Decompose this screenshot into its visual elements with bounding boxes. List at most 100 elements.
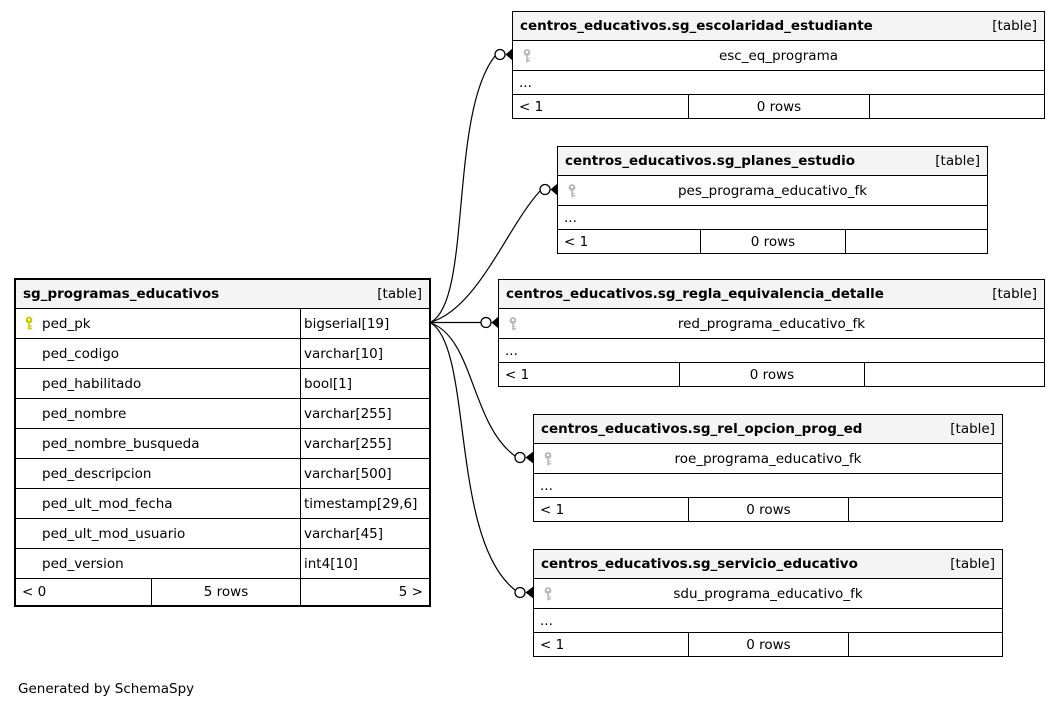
column-type: varchar[45]	[300, 519, 429, 548]
table-header[interactable]: centros_educativos.sg_planes_estudio [ta…	[558, 147, 987, 176]
column-type: int4[10]	[300, 549, 429, 578]
footer-left-count: < 1	[564, 233, 589, 250]
table-sg_programas_educativos[interactable]: sg_programas_educativos [table] ped_pk b…	[14, 278, 431, 607]
key-slot	[16, 309, 42, 338]
key-slot	[541, 451, 555, 466]
edge-to-sg_escolaridad_estudiante	[430, 55, 496, 323]
fk-column-row[interactable]: roe_programa_educativo_fk	[534, 444, 1002, 474]
table-footer: < 1 0 rows	[534, 498, 1002, 521]
column-type: varchar[10]	[300, 339, 429, 368]
key-slot	[16, 489, 42, 518]
table-sg_escolaridad_estudiante[interactable]: centros_educativos.sg_escolaridad_estudi…	[512, 11, 1045, 119]
table-type-badge: [table]	[377, 286, 422, 302]
footer-row-count: 0 rows	[678, 363, 864, 386]
column-name: ped_ult_mod_usuario	[42, 525, 186, 542]
table-title: centros_educativos.sg_regla_equivalencia…	[506, 286, 884, 302]
table-footer: < 1 0 rows	[558, 230, 987, 253]
footer-left-count: < 1	[540, 636, 565, 653]
column-ped_pk[interactable]: ped_pk bigserial[19]	[16, 309, 429, 339]
table-header[interactable]: centros_educativos.sg_rel_opcion_prog_ed…	[534, 415, 1002, 444]
footer-row-count: 0 rows	[688, 498, 847, 521]
footer-right-count: 5 >	[300, 579, 429, 605]
table-sg_rel_opcion_prog_ed[interactable]: centros_educativos.sg_rel_opcion_prog_ed…	[533, 414, 1003, 522]
table-header[interactable]: centros_educativos.sg_regla_equivalencia…	[499, 280, 1044, 309]
column-name: ped_ult_mod_fecha	[42, 495, 173, 512]
column-type: bigserial[19]	[300, 309, 429, 338]
more-columns-ellipsis: ...	[534, 474, 1002, 498]
table-header[interactable]: centros_educativos.sg_escolaridad_estudi…	[513, 12, 1044, 41]
more-columns-ellipsis: ...	[534, 609, 1002, 633]
table-header[interactable]: centros_educativos.sg_servicio_educativo…	[534, 550, 1002, 579]
fk-column-row[interactable]: pes_programa_educativo_fk	[558, 176, 987, 206]
footer-left-count: < 0	[22, 584, 47, 600]
column-name: ped_version	[42, 555, 124, 572]
column-name: ped_pk	[42, 315, 91, 332]
column-type: varchar[255]	[300, 399, 429, 428]
foreign-key-icon	[509, 316, 517, 330]
column-name: ped_nombre_busqueda	[42, 435, 200, 452]
table-footer: < 1 0 rows	[499, 363, 1044, 386]
foreign-key-icon	[523, 48, 531, 62]
footer-row-count: 5 rows	[151, 579, 300, 605]
foreign-key-icon	[568, 183, 576, 197]
fk-column-row[interactable]: red_programa_educativo_fk	[499, 309, 1044, 339]
column-ped_nombre[interactable]: ped_nombre varchar[255]	[16, 399, 429, 429]
fk-column-row[interactable]: sdu_programa_educativo_fk	[534, 579, 1002, 609]
zero-cardinality-circle	[514, 586, 526, 599]
table-title: centros_educativos.sg_planes_estudio	[565, 153, 856, 169]
fk-column-row[interactable]: esc_eq_programa	[513, 41, 1044, 71]
footer-left-count: < 1	[505, 366, 530, 383]
key-slot	[541, 586, 555, 601]
table-type-badge: [table]	[950, 556, 995, 572]
table-footer: < 0 5 rows 5 >	[16, 579, 429, 605]
column-ped_nombre_busqueda[interactable]: ped_nombre_busqueda varchar[255]	[16, 429, 429, 459]
key-slot	[16, 549, 42, 578]
column-ped_descripcion[interactable]: ped_descripcion varchar[500]	[16, 459, 429, 489]
table-type-badge: [table]	[950, 421, 995, 437]
generator-credit: Generated by SchemaSpy	[18, 681, 195, 697]
fk-column-name: esc_eq_programa	[718, 47, 839, 64]
footer-right-count	[847, 633, 1002, 656]
table-title: centros_educativos.sg_escolaridad_estudi…	[520, 18, 873, 34]
column-type: varchar[500]	[300, 459, 429, 488]
more-columns-ellipsis: ...	[499, 339, 1044, 363]
zero-cardinality-circle	[480, 316, 492, 329]
footer-right-count	[845, 230, 987, 253]
table-footer: < 1 0 rows	[534, 633, 1002, 656]
column-ped_ult_mod_usuario[interactable]: ped_ult_mod_usuario varchar[45]	[16, 519, 429, 549]
primary-key-icon	[25, 316, 33, 330]
column-ped_habilitado[interactable]: ped_habilitado bool[1]	[16, 369, 429, 399]
fk-column-name: red_programa_educativo_fk	[677, 315, 866, 332]
footer-right-count	[847, 498, 1002, 521]
column-ped_version[interactable]: ped_version int4[10]	[16, 549, 429, 579]
table-type-badge: [table]	[935, 153, 980, 169]
table-title: centros_educativos.sg_rel_opcion_prog_ed	[541, 421, 863, 437]
footer-row-count: 0 rows	[688, 633, 847, 656]
column-type: timestamp[29,6]	[300, 489, 429, 518]
table-sg_planes_estudio[interactable]: centros_educativos.sg_planes_estudio [ta…	[557, 146, 988, 254]
footer-row-count: 0 rows	[688, 95, 869, 118]
fk-column-name: sdu_programa_educativo_fk	[673, 585, 863, 602]
footer-left-count: < 1	[519, 98, 544, 115]
table-sg_regla_equivalencia_detalle[interactable]: centros_educativos.sg_regla_equivalencia…	[498, 279, 1045, 387]
footer-left-count: < 1	[540, 501, 565, 518]
table-sg_servicio_educativo[interactable]: centros_educativos.sg_servicio_educativo…	[533, 549, 1003, 657]
footer-right-count	[868, 95, 1044, 118]
key-slot	[520, 48, 534, 63]
column-name: ped_nombre	[42, 405, 127, 422]
footer-right-count	[864, 363, 1044, 386]
key-slot	[506, 316, 520, 331]
table-header[interactable]: sg_programas_educativos [table]	[16, 280, 429, 309]
key-slot	[565, 183, 579, 198]
zero-cardinality-circle	[539, 183, 551, 196]
key-slot	[16, 399, 42, 428]
table-type-badge: [table]	[992, 286, 1037, 302]
foreign-key-icon	[544, 586, 552, 600]
zero-cardinality-circle	[494, 48, 506, 61]
column-ped_codigo[interactable]: ped_codigo varchar[10]	[16, 339, 429, 369]
column-name: ped_descripcion	[42, 465, 152, 482]
more-columns-ellipsis: ...	[558, 206, 987, 230]
fk-column-name: roe_programa_educativo_fk	[674, 450, 862, 467]
column-type: varchar[255]	[300, 429, 429, 458]
column-ped_ult_mod_fecha[interactable]: ped_ult_mod_fecha timestamp[29,6]	[16, 489, 429, 519]
